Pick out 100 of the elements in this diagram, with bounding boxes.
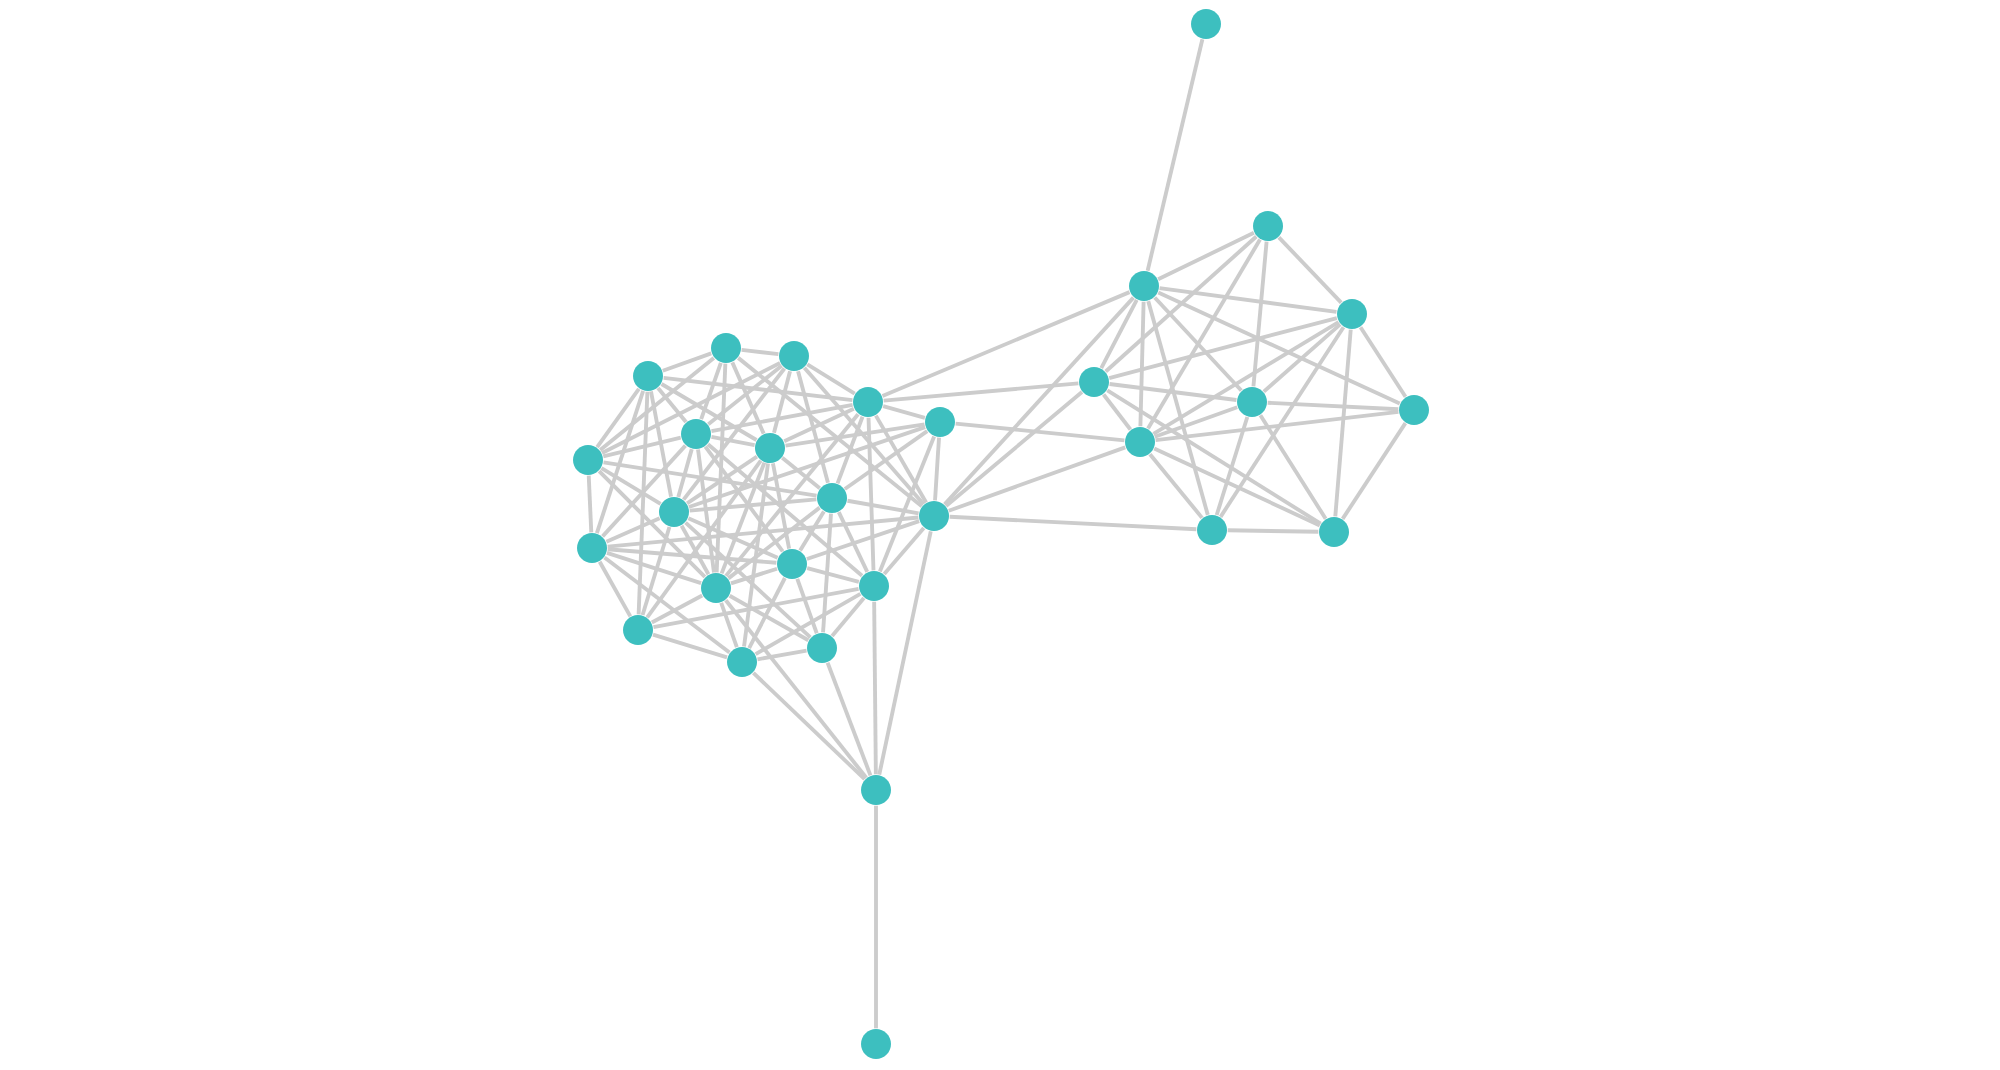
connector-line — [1258, 414, 1328, 520]
connector-line — [737, 356, 923, 508]
connector-line — [699, 362, 723, 420]
connector-line — [933, 437, 941, 501]
network-node — [1197, 515, 1227, 545]
network-node — [1191, 9, 1221, 39]
network-node — [1337, 299, 1367, 329]
connector-line — [1153, 296, 1243, 392]
connector-line — [742, 463, 770, 647]
connector-line — [874, 414, 928, 504]
connector-line — [741, 347, 779, 357]
network-node — [817, 483, 847, 513]
connector-line — [806, 566, 860, 584]
connector-line — [1102, 393, 1132, 431]
connector-line — [1146, 300, 1210, 516]
network-node — [1237, 387, 1267, 417]
connector-line — [707, 364, 783, 426]
connector-line — [598, 560, 632, 618]
network-node — [859, 571, 889, 601]
connector-line — [1138, 301, 1146, 427]
connector-line — [1341, 422, 1407, 520]
connector-line — [1333, 329, 1353, 517]
network-node — [681, 419, 711, 449]
connector-line — [599, 356, 716, 452]
connector-line — [728, 594, 810, 642]
connector-line — [877, 530, 933, 776]
connector-line — [795, 578, 819, 634]
connector-line — [714, 363, 728, 573]
connector-line — [601, 444, 687, 538]
network-node — [727, 647, 757, 677]
connector-line — [652, 632, 728, 660]
connector-line — [640, 526, 672, 616]
network-node — [701, 573, 731, 603]
connector-line — [650, 593, 704, 625]
connector-line — [949, 514, 1197, 532]
network-node — [577, 533, 607, 563]
connector-line — [730, 566, 778, 586]
connector-line — [636, 391, 650, 615]
connector-line — [653, 587, 859, 630]
connector-line — [882, 404, 926, 420]
network-node — [659, 497, 689, 527]
connector-line — [878, 435, 936, 573]
network-node — [711, 333, 741, 363]
connector-line — [696, 449, 716, 573]
network-node — [1125, 427, 1155, 457]
connector-line — [724, 412, 860, 578]
connector-line — [781, 456, 821, 490]
connector-line — [1154, 405, 1238, 439]
connector-line — [847, 498, 919, 516]
connector-line — [1146, 238, 1262, 430]
connector-line — [595, 390, 645, 534]
connector-line — [688, 425, 926, 509]
connector-line — [802, 366, 926, 506]
connector-line — [689, 497, 817, 513]
connector-line — [603, 555, 731, 655]
connector-line — [837, 511, 869, 573]
connector-line — [747, 577, 787, 649]
connector-line — [825, 662, 873, 776]
connector-line — [943, 296, 1135, 506]
connector-line — [783, 406, 855, 444]
connector-line — [684, 521, 812, 639]
connector-line — [796, 370, 830, 484]
connector-line — [948, 445, 1126, 513]
network-node — [633, 361, 663, 391]
connector-line — [663, 375, 853, 403]
connector-line — [682, 367, 786, 501]
connector-line — [724, 599, 868, 779]
connector-line — [835, 416, 865, 484]
connector-line — [719, 461, 767, 575]
connector-line — [1358, 326, 1408, 398]
connector-line — [602, 435, 682, 459]
connector-line — [711, 402, 853, 434]
network-node — [1253, 211, 1283, 241]
network-node — [925, 407, 955, 437]
connector-line — [1099, 299, 1139, 369]
network-node — [1129, 271, 1159, 301]
connector-line — [706, 442, 864, 578]
connector-line — [1277, 236, 1343, 304]
connector-line — [881, 290, 1131, 398]
connector-line — [1214, 416, 1250, 516]
connector-line — [1155, 409, 1399, 443]
network-node — [1399, 395, 1429, 425]
connector-line — [586, 475, 594, 533]
connector-line — [757, 648, 807, 662]
connector-line — [1157, 290, 1401, 406]
connector-line — [607, 515, 919, 549]
connector-line — [785, 422, 925, 448]
connector-line — [607, 547, 777, 565]
connector-line — [771, 463, 791, 549]
connector-line — [645, 459, 763, 619]
connector-line — [1109, 382, 1237, 402]
connector-line — [686, 455, 758, 505]
network-node — [1319, 517, 1349, 547]
connector-line — [1218, 326, 1346, 518]
connector-line — [676, 448, 694, 498]
connector-line — [711, 435, 755, 447]
connector-line — [1106, 388, 1322, 526]
connector-line — [601, 361, 781, 455]
network-node — [779, 341, 809, 371]
connector-line — [605, 516, 661, 544]
